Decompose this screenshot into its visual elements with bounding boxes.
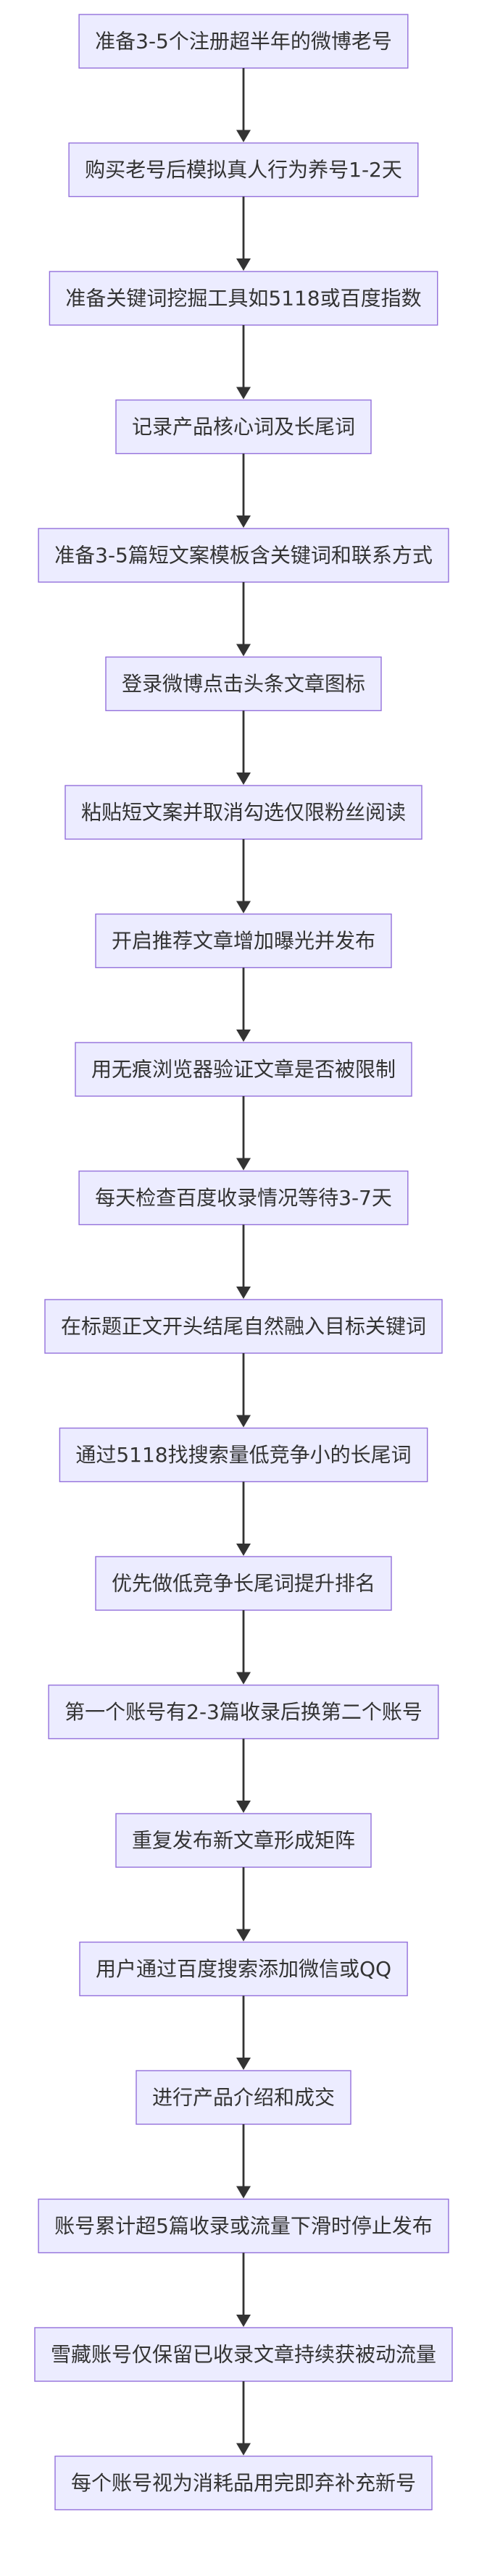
- flow-step-label: 用无痕浏览器验证文章是否被限制: [91, 1058, 396, 1082]
- flow-step-box: [49, 271, 438, 326]
- flow-arrow-14: [236, 1738, 251, 1813]
- arrow-head-icon: [236, 644, 251, 657]
- flow-step-label: 账号累计超5篇收录或流量下滑时停止发布: [54, 2214, 433, 2238]
- flow-step-box: [78, 14, 409, 69]
- arrow-head-icon: [236, 1801, 251, 1813]
- flow-step-8: 开启推荐文章增加曝光并发布: [95, 913, 392, 969]
- arrow-head-icon: [236, 1287, 251, 1299]
- flow-step-13: 优先做低竞争长尾词提升排名: [95, 1556, 392, 1611]
- flow-step-4: 记录产品核心词及长尾词: [115, 399, 372, 455]
- flow-arrow-4: [236, 453, 251, 528]
- flow-arrow-12: [236, 1481, 251, 1556]
- flow-arrow-5: [236, 582, 251, 657]
- flow-step-label: 准备3-5个注册超半年的微博老号: [95, 30, 392, 54]
- arrow-head-icon: [236, 2315, 251, 2327]
- arrow-head-icon: [236, 901, 251, 914]
- flow-step-box: [79, 1941, 408, 1997]
- arrow-head-icon: [236, 2443, 251, 2456]
- flow-step-19: 雪藏账号仅保留已收录文章持续获被动流量: [34, 2327, 453, 2382]
- flow-step-label: 记录产品核心词及长尾词: [132, 415, 355, 439]
- arrow-head-icon: [236, 2186, 251, 2199]
- flow-arrow-18: [236, 2252, 251, 2327]
- flow-step-1: 准备3-5个注册超半年的微博老号: [78, 14, 409, 69]
- flow-step-6: 登录微博点击头条文章图标: [105, 656, 382, 712]
- flow-step-box: [44, 1299, 443, 1354]
- flow-step-10: 每天检查百度收录情况等待3-7天: [78, 1170, 409, 1226]
- flow-step-box: [34, 2327, 453, 2382]
- flow-step-box: [78, 1170, 409, 1226]
- flow-arrow-9: [236, 1096, 251, 1171]
- flow-step-box: [38, 528, 449, 583]
- flow-step-label: 每个账号视为消耗品用完即弃补充新号: [71, 2471, 416, 2495]
- arrow-head-icon: [236, 1929, 251, 1942]
- flow-step-box: [48, 1684, 439, 1740]
- flow-step-2: 购买老号后模拟真人行为养号1-2天: [68, 142, 419, 198]
- flow-step-box: [95, 913, 392, 969]
- flow-arrow-6: [236, 710, 251, 785]
- flow-step-label: 第一个账号有2-3篇收录后换第二个账号: [64, 1700, 423, 1724]
- flow-arrow-11: [236, 1353, 251, 1428]
- arrow-head-icon: [236, 387, 251, 400]
- flow-arrow-7: [236, 839, 251, 914]
- flow-arrow-8: [236, 967, 251, 1042]
- flow-step-box: [68, 142, 419, 198]
- flow-step-label: 重复发布新文章形成矩阵: [132, 1829, 355, 1853]
- flow-step-label: 每天检查百度收录情况等待3-7天: [95, 1186, 392, 1210]
- arrow-head-icon: [236, 1544, 251, 1556]
- flow-step-label: 登录微博点击头条文章图标: [122, 672, 365, 696]
- flow-arrow-1: [236, 68, 251, 143]
- flow-step-3: 准备关键词挖掘工具如5118或百度指数: [49, 271, 438, 326]
- flow-step-box: [64, 785, 423, 840]
- flow-arrow-19: [236, 2381, 251, 2456]
- flow-step-box: [59, 1427, 428, 1483]
- flow-step-14: 第一个账号有2-3篇收录后换第二个账号: [48, 1684, 439, 1740]
- arrow-head-icon: [236, 1158, 251, 1171]
- flow-step-18: 账号累计超5篇收录或流量下滑时停止发布: [38, 2198, 449, 2254]
- flow-step-20: 每个账号视为消耗品用完即弃补充新号: [54, 2455, 433, 2511]
- flow-step-box: [136, 2070, 351, 2125]
- flow-step-label: 在标题正文开头结尾自然融入目标关键词: [61, 1315, 426, 1339]
- flow-step-label: 优先做低竞争长尾词提升排名: [112, 1572, 375, 1596]
- flow-step-11: 在标题正文开头结尾自然融入目标关键词: [44, 1299, 443, 1354]
- arrow-head-icon: [236, 2058, 251, 2070]
- flow-step-17: 进行产品介绍和成交: [136, 2070, 351, 2125]
- flow-arrow-15: [236, 1867, 251, 1942]
- flow-arrow-10: [236, 1224, 251, 1299]
- flow-arrow-2: [236, 196, 251, 271]
- flow-arrow-16: [236, 1995, 251, 2070]
- arrow-head-icon: [236, 1672, 251, 1685]
- flow-step-box: [115, 1813, 372, 1868]
- flow-step-16: 用户通过百度搜索添加微信或QQ: [79, 1941, 408, 1997]
- flow-step-9: 用无痕浏览器验证文章是否被限制: [75, 1042, 412, 1097]
- flow-step-label: 进行产品介绍和成交: [152, 2086, 335, 2110]
- arrow-head-icon: [236, 773, 251, 785]
- flow-arrow-17: [236, 2124, 251, 2199]
- arrow-head-icon: [236, 130, 251, 143]
- arrow-head-icon: [236, 1415, 251, 1428]
- flow-step-15: 重复发布新文章形成矩阵: [115, 1813, 372, 1868]
- flow-step-box: [115, 399, 372, 455]
- flow-step-box: [54, 2455, 433, 2511]
- flow-step-label: 购买老号后模拟真人行为养号1-2天: [85, 158, 402, 182]
- flow-step-label: 粘贴短文案并取消勾选仅限粉丝阅读: [81, 801, 406, 825]
- flow-step-box: [105, 656, 382, 712]
- flow-step-label: 准备关键词挖掘工具如5118或百度指数: [65, 287, 421, 311]
- arrow-head-icon: [236, 1030, 251, 1042]
- flow-step-5: 准备3-5篇短文案模板含关键词和联系方式: [38, 528, 449, 583]
- arrow-head-icon: [236, 515, 251, 528]
- flow-arrow-13: [236, 1610, 251, 1685]
- flow-step-label: 雪藏账号仅保留已收录文章持续获被动流量: [51, 2343, 436, 2367]
- flow-step-label: 通过5118找搜索量低竞争小的长尾词: [75, 1443, 411, 1467]
- flow-step-7: 粘贴短文案并取消勾选仅限粉丝阅读: [64, 785, 423, 840]
- flow-step-12: 通过5118找搜索量低竞争小的长尾词: [59, 1427, 428, 1483]
- flow-step-label: 准备3-5篇短文案模板含关键词和联系方式: [54, 544, 433, 568]
- flow-step-label: 开启推荐文章增加曝光并发布: [112, 929, 375, 953]
- flow-arrow-3: [236, 325, 251, 400]
- arrow-head-icon: [236, 258, 251, 271]
- flow-step-label: 用户通过百度搜索添加微信或QQ: [96, 1957, 391, 1981]
